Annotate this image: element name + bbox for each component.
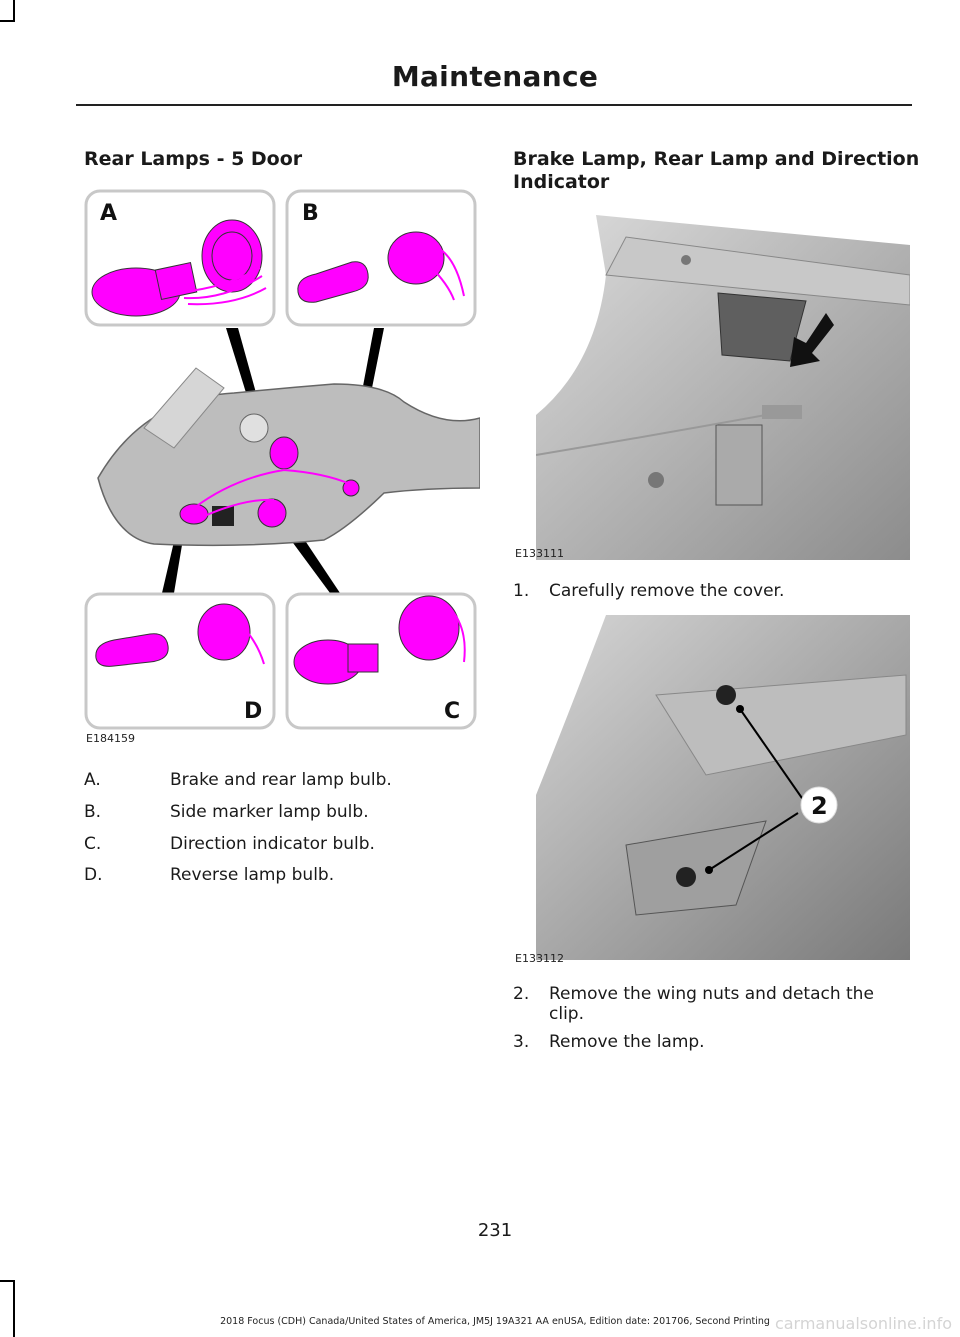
figure-code-e184159: E184159	[86, 732, 135, 745]
crop-mark-tl-h	[0, 20, 15, 22]
step-text: Remove the lamp.	[549, 1032, 705, 1052]
page-footer: 2018 Focus (CDH) Canada/United States of…	[220, 1316, 770, 1327]
header-rule	[76, 104, 912, 106]
callout-c: C	[444, 699, 460, 724]
watermark: carmanualsonline.info	[774, 1314, 952, 1333]
section-title-rear-lamps: Rear Lamps - 5 Door	[84, 148, 303, 170]
callout-d: D	[244, 699, 262, 724]
rear-lamp-bulbs-figure: A B D C	[84, 189, 480, 730]
step-number: 3.	[513, 1032, 530, 1052]
step-text: Carefully remove the cover.	[549, 581, 785, 601]
section-title-brake-lamp: Brake Lamp, Rear Lamp and Direction Indi…	[513, 148, 919, 194]
step-text: Remove the wing nuts and detach the clip…	[549, 984, 874, 1024]
step-number: 2.	[513, 984, 530, 1004]
figure-code-e133112: E133112	[515, 952, 564, 965]
crop-mark-bl-v	[13, 1280, 15, 1337]
list-item-label: C.	[84, 834, 102, 854]
section-title-line1: Brake Lamp, Rear Lamp and Direction	[513, 148, 920, 170]
list-item-text: Direction indicator bulb.	[170, 834, 375, 854]
callout-a: A	[100, 201, 117, 226]
list-item-label: A.	[84, 770, 101, 790]
wing-nuts-figure: 2	[536, 615, 910, 960]
callout-2: 2	[811, 792, 828, 820]
list-item-text: Reverse lamp bulb.	[170, 865, 335, 885]
list-item-label: B.	[84, 802, 102, 822]
page-number: 231	[477, 1220, 513, 1241]
list-item-label: D.	[84, 865, 103, 885]
page-header-title: Maintenance	[391, 60, 599, 93]
crop-mark-tl-v	[13, 0, 15, 22]
callout-b: B	[302, 201, 319, 226]
figure-code-e133111: E133111	[515, 547, 564, 560]
section-title-line2: Indicator	[513, 171, 610, 193]
list-item-text: Side marker lamp bulb.	[170, 802, 369, 822]
step-number: 1.	[513, 581, 530, 601]
list-item-text: Brake and rear lamp bulb.	[170, 770, 392, 790]
cover-removal-figure	[536, 215, 910, 560]
crop-mark-bl-h	[0, 1280, 15, 1282]
